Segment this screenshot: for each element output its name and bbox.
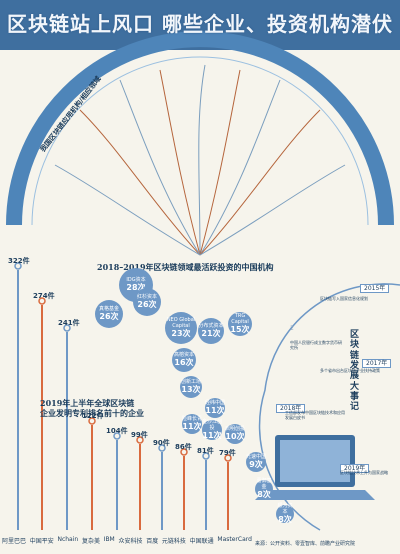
- patent-name: 阿里巴巴: [2, 538, 27, 545]
- timeline-title: 区块链发展大事记: [350, 330, 360, 413]
- investor-name: 险峰长青: [182, 416, 203, 423]
- investor-count: 11次: [205, 406, 225, 416]
- patents-title: 2019年上半年全球区块链 企业发明专利排名前十的企业: [40, 398, 144, 419]
- laptop-illustration: [255, 435, 375, 500]
- investor-name: TRG Capital: [231, 313, 249, 326]
- investor-name: IDG资本: [126, 277, 146, 284]
- patent-name: IBM: [103, 536, 115, 543]
- patent-name: 众安科技: [118, 538, 143, 545]
- patent-count: 99件: [131, 431, 148, 439]
- timeline-year: 2018年: [276, 395, 306, 414]
- patent-stems: [17, 270, 229, 530]
- investor-name: 顺为资本: [277, 503, 293, 516]
- investor-count: 11次: [182, 422, 202, 432]
- investor-count: 26次: [137, 300, 157, 310]
- patent-count: 104件: [106, 427, 128, 435]
- timeline-event: 工信部发布中国区块链技术和应用发展白皮书: [285, 410, 345, 421]
- investor-count: 11次: [202, 431, 222, 441]
- investor-count: 13次: [181, 385, 201, 395]
- timeline-year: 2015年: [360, 275, 390, 294]
- investor-count: 28次: [126, 283, 146, 293]
- patent-count: 322件: [8, 257, 30, 265]
- patent-name: 复杂美: [81, 538, 100, 545]
- investor-count: 21次: [201, 329, 221, 339]
- investors-title: 2018–2019年区块链领域最活跃投资的中国机构: [97, 262, 274, 272]
- patent-count: 274件: [33, 292, 55, 300]
- timeline-year-label: 2015年: [360, 284, 390, 293]
- patent-count: 81件: [197, 447, 214, 455]
- timeline-year-label: 2019年: [340, 464, 370, 473]
- patent-count: 79件: [219, 449, 236, 457]
- source-note: 来源：公开资料、零壹智库、前瞻产业研究院: [255, 541, 356, 547]
- timeline-year: 2017年: [362, 350, 392, 369]
- investor-name: 分布式资本: [198, 323, 224, 330]
- timeline-year: 2019年: [340, 455, 370, 474]
- investor-count: 8次: [257, 490, 271, 500]
- timeline-number: 2: [290, 325, 294, 332]
- investor-name: 光速中国: [246, 454, 267, 461]
- investor-name: 创新工场: [180, 379, 201, 386]
- patent-count: 90件: [153, 439, 170, 447]
- patent-circles: [14, 262, 232, 462]
- timeline-year-label: 2017年: [362, 359, 392, 368]
- investor-count: 16次: [174, 358, 194, 368]
- investor-name: 启明创投: [225, 426, 246, 433]
- investor-name: NEO Global Capital: [166, 317, 196, 330]
- patent-count: 241件: [58, 319, 80, 327]
- timeline-event: 中国人民银行成立数字货币研究所: [290, 340, 342, 351]
- timeline-year-label: 2018年: [276, 404, 306, 413]
- investor-name: 高榕资本: [173, 352, 194, 359]
- patent-name: 中国联通: [189, 538, 214, 545]
- patent-name: 元链科技: [161, 538, 186, 545]
- investor-count: 15次: [230, 325, 250, 335]
- patent-name: 百度: [146, 538, 159, 545]
- investor-name: 红杉资本: [136, 294, 157, 301]
- timeline-event: 区块链写入国家信息化规划: [320, 296, 368, 301]
- arc-inner-line: [31, 56, 369, 226]
- patent-name: Nchain: [57, 536, 79, 543]
- patents-title-line-2: 企业发明专利排名前十的企业: [40, 408, 144, 419]
- patent-name: MasterCard: [217, 536, 252, 543]
- investor-count: 23次: [171, 329, 191, 339]
- timeline-event: 区块链技术上升为国家战略: [340, 470, 388, 475]
- patent-names-row: 阿里巴巴 中国平安 Nchain 复杂美 IBM 众安科技 百度 元链科技 中国…: [2, 536, 252, 545]
- investor-count: 9次: [249, 460, 263, 470]
- investor-name: 经纬中国: [205, 400, 226, 407]
- patent-count: 122件: [82, 412, 104, 420]
- page-title: 区块链站上风口 哪些企业、投资机构潜伏: [7, 12, 393, 36]
- timeline-event: 多个省市出台区块链产业扶持政策: [320, 368, 380, 373]
- investor-count: 26次: [99, 312, 119, 322]
- investor-count: 10次: [225, 432, 245, 442]
- patent-count: 86件: [175, 443, 192, 451]
- investor-name: 真格基金: [98, 306, 119, 313]
- arc-roots: [54, 64, 346, 256]
- investor-count: 8次: [278, 515, 292, 525]
- arc-band: [6, 31, 394, 226]
- patents-title-line-1: 2019年上半年全球区块链: [40, 398, 135, 408]
- investor-name: 嘉御基金: [256, 478, 272, 491]
- patent-name: 中国平安: [29, 538, 54, 545]
- investor-name: 金沙江创投: [202, 419, 223, 432]
